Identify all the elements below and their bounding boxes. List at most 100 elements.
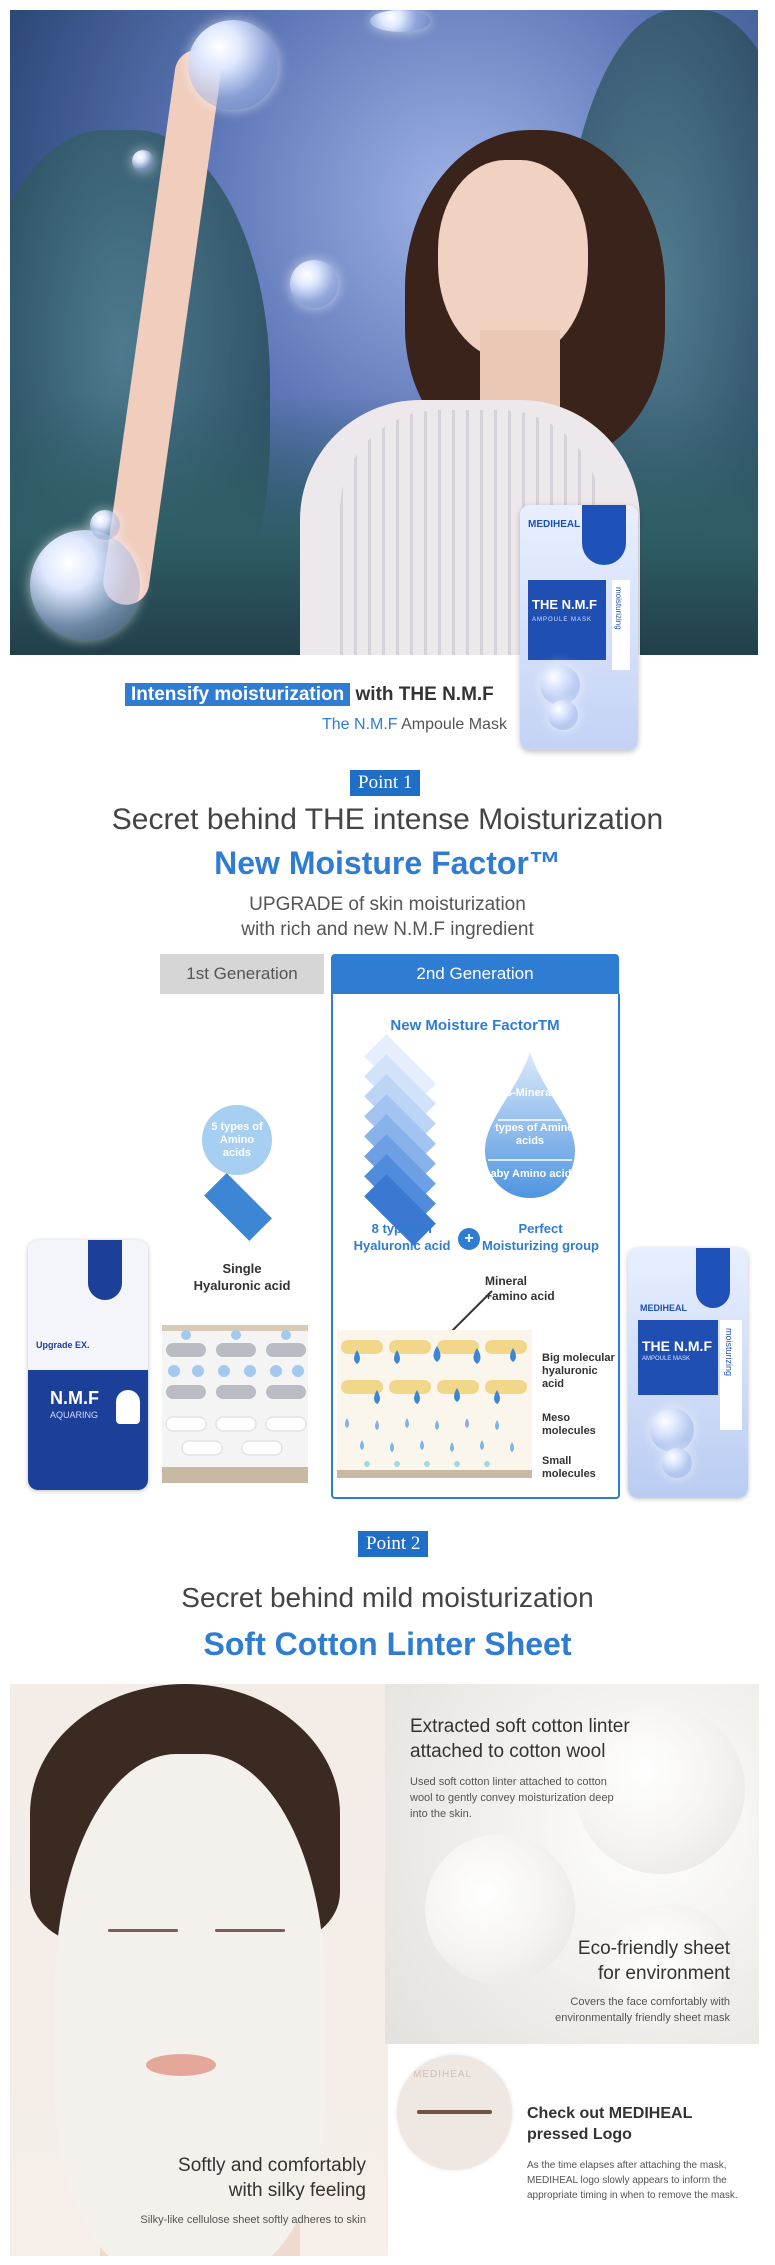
ha8-line1: 8 types of bbox=[371, 1221, 433, 1236]
label-meso-molecules: Meso molecules bbox=[542, 1412, 596, 1437]
hero-model-face bbox=[438, 160, 588, 360]
pack-brand: MEDIHEAL bbox=[640, 1303, 687, 1313]
mineral-label: Mineral +amino acid bbox=[485, 1274, 555, 1304]
pack-side-strip bbox=[612, 580, 630, 670]
pack-tab bbox=[582, 505, 626, 565]
logo-text-line: appropriate timing in when to remove the… bbox=[527, 2190, 738, 2201]
pack-bubble bbox=[662, 1448, 692, 1478]
model-eye-left bbox=[108, 1929, 178, 1932]
drop-mineral-label: 3-Mineral bbox=[505, 1087, 555, 1099]
product-pack-1st-gen: Upgrade EX. N.M.F AQUARING bbox=[28, 1240, 148, 1490]
hero-subtitle-brand: The N.M.F bbox=[322, 716, 398, 733]
soft-heading-line2: with silky feeling bbox=[228, 2180, 366, 2201]
pack-subtitle: AQUARING bbox=[50, 1410, 99, 1420]
hero-bubble bbox=[90, 510, 120, 540]
mineral-line2: +amino acid bbox=[485, 1289, 555, 1303]
cotton-ball bbox=[575, 1704, 745, 1874]
tab-1st-generation: 1st Generation bbox=[160, 954, 324, 994]
pack-tab bbox=[696, 1248, 730, 1308]
pack-side-label: moisturizing bbox=[724, 1328, 734, 1377]
pack-bubble bbox=[650, 1408, 694, 1452]
skin-section-1st-gen bbox=[162, 1325, 308, 1483]
sheet-mask bbox=[55, 1754, 325, 2256]
pressed-logo-mark: MEDIHEAL bbox=[413, 2069, 473, 2080]
pack-mask-icon bbox=[116, 1390, 140, 1424]
cotton-text-line: into the skin. bbox=[410, 1808, 472, 1820]
mineral-line1: Mineral bbox=[485, 1274, 528, 1288]
pack-upgrade-label: Upgrade EX. bbox=[36, 1340, 90, 1350]
pack-subtitle: AMPOULE MASK bbox=[532, 617, 593, 623]
single-ha-line2: Hyaluronic acid bbox=[193, 1278, 291, 1293]
pack-title: N.M.F bbox=[50, 1388, 99, 1408]
nmf-tm-label: New Moisture FactorTM bbox=[390, 1017, 560, 1034]
hero-title-highlight: Intensify moisturization bbox=[125, 683, 351, 706]
product-pack-2nd-gen: MEDIHEAL THE N.M.F AMPOULE MASK moisturi… bbox=[628, 1248, 748, 1498]
cotton-text-line: wool to gently convey moisturization dee… bbox=[410, 1792, 614, 1804]
logo-heading: Check out MEDIHEAL pressed Logo bbox=[527, 2103, 692, 2145]
pack-title: THE N.M.F bbox=[532, 597, 597, 612]
ha8-line2: Hyaluronic acid bbox=[353, 1238, 451, 1253]
cotton-text: Used soft cotton linter attached to cott… bbox=[410, 1774, 614, 1822]
eco-text-line: Covers the face comfortably with bbox=[570, 1996, 730, 2008]
nmf-drop-graphic bbox=[485, 1052, 575, 1198]
tab-2nd-generation: 2nd Generation bbox=[331, 954, 619, 994]
pack-tab bbox=[88, 1240, 122, 1300]
perfect-line1: Perfect bbox=[518, 1221, 563, 1236]
point1-subtitle-line1: UPGRADE of skin moisturization bbox=[249, 894, 526, 915]
single-ha-label: Single Hyaluronic acid bbox=[160, 1260, 324, 1294]
single-layer-diamond bbox=[204, 1173, 272, 1241]
pack-subtitle: AMPOULE MASK bbox=[642, 1356, 691, 1362]
cotton-ball bbox=[425, 1834, 575, 1984]
point1-heading-blue: New Moisture Factor™ bbox=[214, 845, 561, 881]
eco-heading: Eco-friendly sheet for environment bbox=[480, 1936, 730, 1986]
pack-side-strip bbox=[720, 1320, 742, 1430]
logo-text-line: MEDIHEAL logo slowly appears to inform t… bbox=[527, 2175, 727, 2186]
hero-banner bbox=[10, 10, 758, 655]
cotton-heading-line1: Extracted soft cotton linter bbox=[410, 1716, 630, 1737]
point1-subtitle-line2: with rich and new N.M.F ingredient bbox=[241, 919, 534, 940]
hero-subtitle-rest: Ampoule Mask bbox=[397, 716, 507, 733]
plus-icon: + bbox=[458, 1228, 480, 1250]
label-small-molecules: Small molecules bbox=[542, 1455, 596, 1480]
drop-baby-label: Baby Amino acids bbox=[482, 1168, 578, 1180]
point1-heading: Secret behind THE intense Moisturization bbox=[111, 803, 664, 836]
pack-panel bbox=[528, 580, 606, 660]
pressed-logo-photo: MEDIHEAL bbox=[397, 2055, 512, 2170]
cotton-photo bbox=[385, 1684, 759, 2044]
hero-subtitle: The N.M.F Ampoule Mask bbox=[322, 716, 507, 734]
cotton-ball bbox=[605, 1904, 735, 2034]
eco-text: Covers the face comfortably with environ… bbox=[480, 1994, 730, 2026]
cotton-heading: Extracted soft cotton linter attached to… bbox=[410, 1714, 630, 1764]
eco-text-line: environmentally friendly sheet mask bbox=[555, 2012, 730, 2024]
skin-section-2nd-gen bbox=[337, 1330, 532, 1478]
hero-bubble bbox=[132, 150, 154, 172]
pack-panel bbox=[638, 1320, 718, 1395]
hero-title-rest: with THE N.M.F bbox=[350, 684, 494, 705]
hero-product-pack: MEDIHEAL THE N.M.F AMPOULE MASK moisturi… bbox=[520, 505, 638, 750]
perfect-group-label: Perfect Moisturizing group bbox=[478, 1220, 603, 1254]
pack-bubble bbox=[548, 700, 578, 730]
hero-bubble bbox=[30, 530, 140, 640]
hero-title: Intensify moisturization with THE N.M.F bbox=[125, 683, 494, 706]
logo-heading-line2: pressed Logo bbox=[527, 2126, 632, 2143]
perfect-line2: Moisturizing group bbox=[482, 1238, 599, 1253]
soft-heading: Softly and comfortably with silky feelin… bbox=[110, 2153, 366, 2203]
pack-title: THE N.M.F bbox=[642, 1338, 712, 1354]
soft-text: Silky-like cellulose sheet softly adhere… bbox=[140, 2214, 366, 2226]
pack-bubble bbox=[540, 665, 580, 705]
eco-heading-line1: Eco-friendly sheet bbox=[577, 1938, 730, 1959]
point1-badge: Point 1 bbox=[350, 770, 421, 796]
eco-heading-line2: for environment bbox=[597, 1963, 730, 1984]
logo-text: As the time elapses after attaching the … bbox=[527, 2158, 738, 2203]
point2-badge: Point 2 bbox=[358, 1531, 429, 1557]
point2-heading-blue: Soft Cotton Linter Sheet bbox=[203, 1626, 572, 1662]
soft-heading-line1: Softly and comfortably bbox=[178, 2155, 366, 2176]
ha8-label: 8 types of Hyaluronic acid bbox=[342, 1220, 462, 1254]
point2-heading: Secret behind mild moisturization bbox=[181, 1582, 594, 1613]
logo-heading-line1: Check out MEDIHEAL bbox=[527, 2105, 693, 2122]
model-eye-right bbox=[215, 1929, 285, 1932]
logo-text-line: As the time elapses after attaching the … bbox=[527, 2160, 727, 2171]
hero-bubble bbox=[188, 20, 278, 110]
closed-eye bbox=[417, 2110, 492, 2114]
cotton-mask-photo bbox=[10, 1684, 388, 2256]
